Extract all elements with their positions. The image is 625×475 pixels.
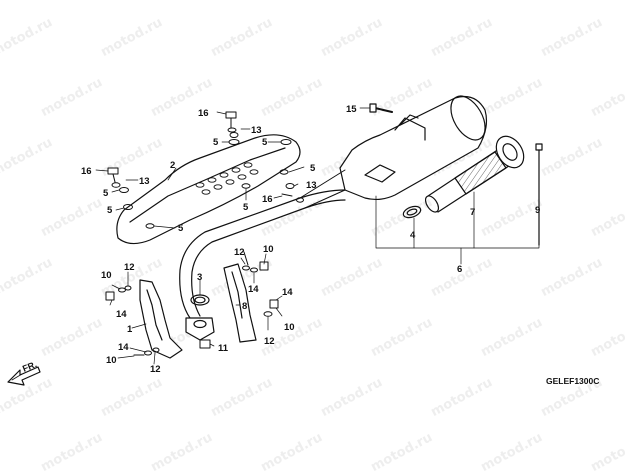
callout-14-a: 14	[116, 309, 127, 320]
callout-5-e: 5	[243, 202, 249, 213]
callout-6: 6	[457, 264, 462, 275]
callout-10-d: 10	[106, 355, 117, 366]
callout-5-b: 5	[262, 137, 268, 148]
heat-shield	[116, 134, 301, 245]
pipe-flange	[185, 317, 215, 341]
callout-5-g: 5	[178, 223, 184, 234]
callouts: 1 2 3 4 5 5 5 5 5 5 5 6 7 8 9 10 10 10 1…	[81, 104, 540, 375]
side-protector	[223, 263, 257, 343]
hardware	[105, 111, 304, 356]
front-arrow	[7, 366, 41, 386]
callout-2: 2	[170, 160, 175, 171]
callout-5-a: 5	[213, 137, 219, 148]
callout-13-b: 13	[139, 176, 150, 187]
callout-13-c: 13	[306, 180, 317, 191]
lower-protector	[139, 279, 183, 359]
leader-lines	[95, 107, 540, 365]
callout-3: 3	[197, 272, 202, 283]
callout-12-a: 12	[124, 262, 135, 273]
callout-5-c: 5	[103, 188, 109, 199]
exhaust-pipe	[179, 169, 346, 319]
callout-1: 1	[127, 324, 133, 335]
callout-16-a: 16	[198, 108, 209, 119]
bolt-15	[369, 103, 393, 113]
callout-10-b: 10	[263, 244, 274, 255]
callout-14-b: 14	[248, 284, 259, 295]
callout-8: 8	[242, 301, 247, 312]
diagram-code: GELEF1300C	[546, 376, 599, 386]
callout-12-b: 12	[234, 247, 245, 258]
callout-16-c: 16	[262, 194, 273, 205]
callout-10-c: 10	[284, 322, 295, 333]
callout-11: 11	[218, 343, 229, 354]
callout-9: 9	[535, 205, 540, 216]
muffler	[339, 95, 488, 201]
callout-15: 15	[346, 104, 357, 115]
callout-5-d: 5	[310, 163, 316, 174]
callout-5-f: 5	[107, 205, 113, 216]
callout-4: 4	[410, 230, 416, 241]
callout-12-c: 12	[264, 336, 275, 347]
callout-7: 7	[470, 207, 475, 218]
callout-13-a: 13	[251, 125, 262, 136]
callout-14-c: 14	[282, 287, 293, 298]
tail-pipe	[424, 135, 525, 213]
callout-10-a: 10	[101, 270, 112, 281]
callout-14-d: 14	[118, 342, 129, 353]
tail-gasket	[402, 205, 422, 219]
callout-16-b: 16	[81, 166, 92, 177]
callout-12-d: 12	[150, 364, 161, 375]
